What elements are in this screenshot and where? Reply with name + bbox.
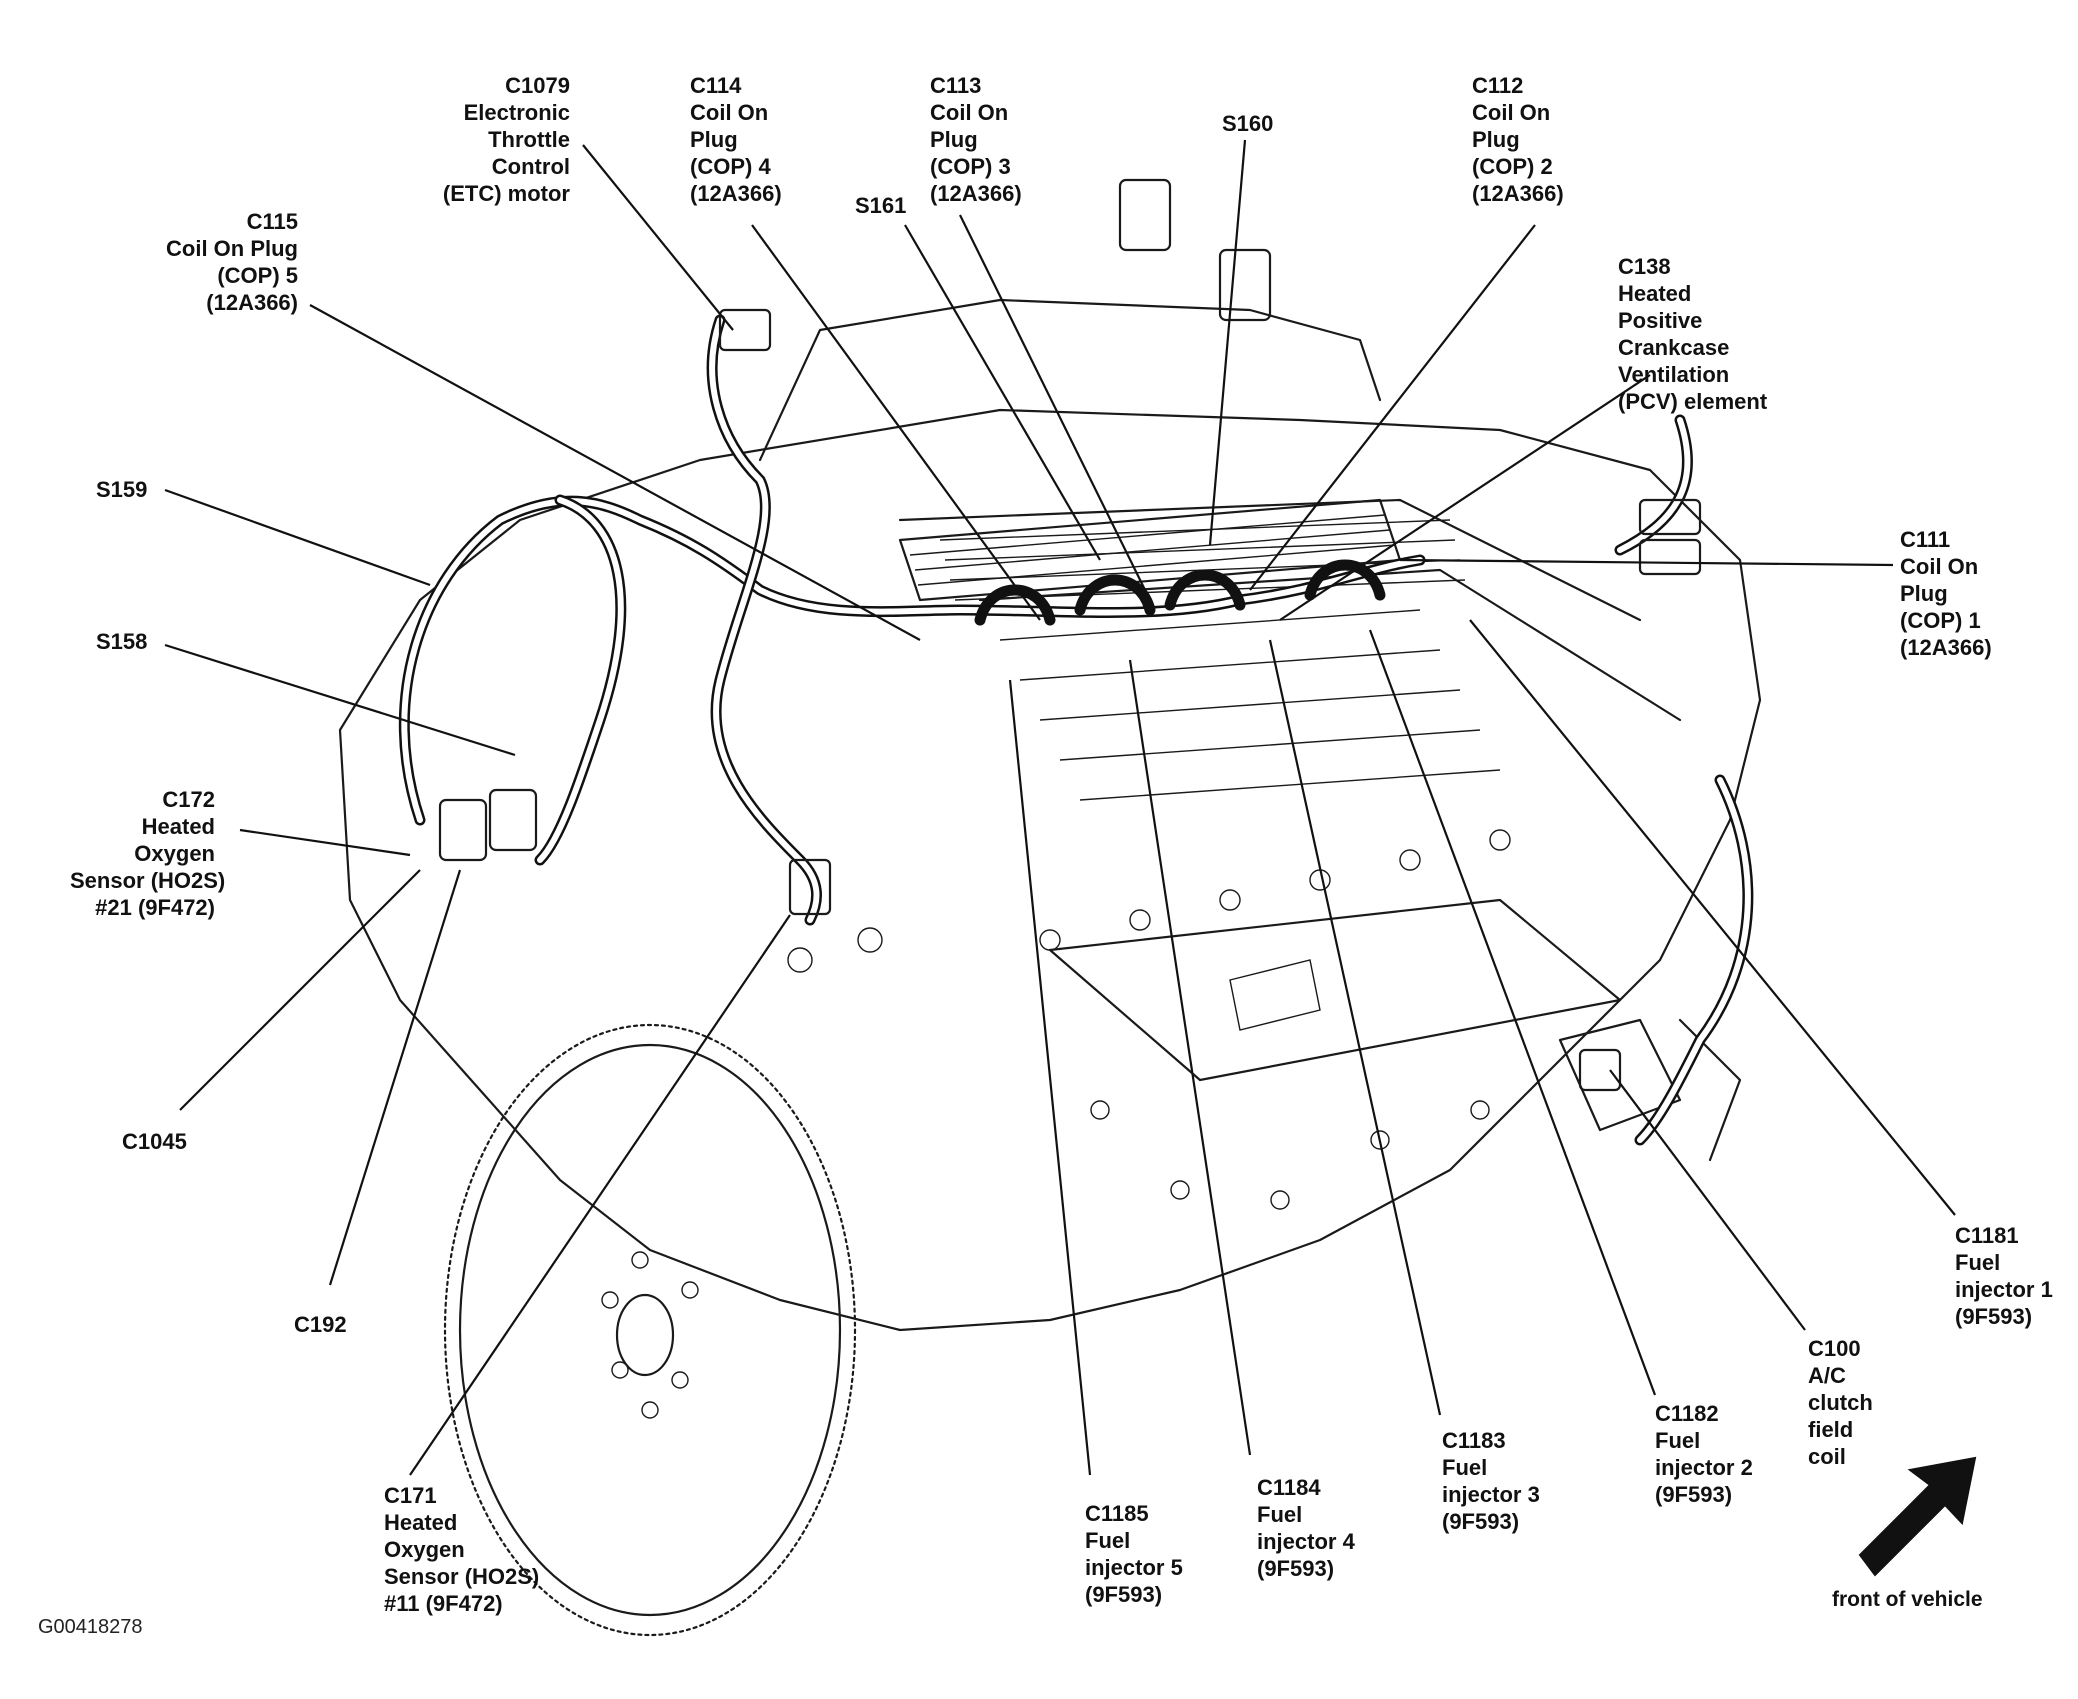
label-s158: S158: [96, 629, 148, 654]
label-s159: S159: [96, 477, 148, 502]
label-s160: S160: [1222, 111, 1274, 136]
leader-lines: [164, 139, 1956, 1476]
figure-id: G00418278: [38, 1616, 143, 1638]
label-s161: S161: [855, 193, 907, 218]
engine-block: [338, 298, 1762, 1332]
wiring-harness: [398, 178, 1754, 1146]
label-c192: C192: [294, 1312, 347, 1337]
label-c1045: C1045: [122, 1129, 187, 1154]
front-arrow-icon: [1858, 1456, 1977, 1577]
flywheel: [443, 1023, 857, 1637]
front-of-vehicle-label: front of vehicle: [1832, 1588, 1983, 1611]
